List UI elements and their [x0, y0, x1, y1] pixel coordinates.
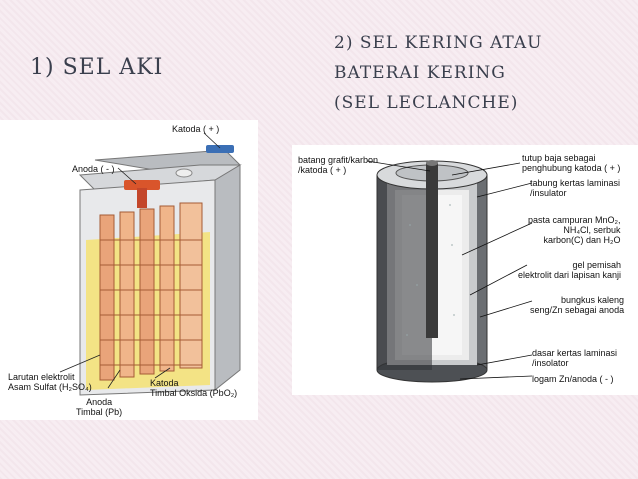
leclanche-gel-line-1: gel pemisah	[572, 260, 622, 270]
leclanche-gel-label: gel pemisah elektrolit dari lapisan kanj…	[518, 260, 621, 280]
aki-anoda-bottom-line-1: Anoda	[86, 397, 113, 407]
leclanche-bungkus-line-1: bungkus kaleng	[561, 295, 625, 305]
leclanche-bungkus-line-2: seng/Zn sebagai anoda	[530, 305, 625, 315]
aki-katoda-bottom-line-1: Katoda	[150, 378, 179, 388]
aki-illustration	[59, 132, 242, 396]
leclanche-tabung-label: tabung kertas laminasi /insulator	[530, 178, 620, 198]
aki-anoda-top-label: Anoda ( - )	[72, 164, 115, 174]
leclanche-tutup-label: tutup baja sebagai penghubung katoda ( +…	[522, 153, 620, 173]
aki-elektrolit-line-1: Larutan elektrolit	[8, 372, 75, 382]
leclanche-pasta-label: pasta campuran MnO₂, NH₄Cl, serbuk karbo…	[528, 215, 621, 245]
leclanche-diagram: batang grafit/karbon /katoda ( + ) tutup…	[292, 145, 638, 395]
leclanche-batang-line-1: batang grafit/karbon	[298, 155, 379, 165]
aki-elektrolit-label: Larutan elektrolit Asam Sulfat (H₂SO₄)	[8, 372, 92, 392]
aki-katoda-bottom-label: Katoda Timbal Oksida (PbO₂)	[150, 378, 237, 398]
leclanche-pasta-line-1: pasta campuran MnO₂,	[528, 215, 621, 225]
leclanche-gel-line-2: elektrolit dari lapisan kanji	[518, 270, 622, 280]
leclanche-dasar-line-1: dasar kertas laminasi	[532, 348, 618, 358]
leclanche-dasar-label: dasar kertas laminasi /insolator	[532, 348, 617, 368]
leclanche-pasta-line-3: karbon(C) dan H₂O	[543, 235, 621, 245]
katoda-terminal	[206, 145, 234, 153]
aki-anoda-bottom-line-2: Timbal (Pb)	[76, 407, 123, 417]
aki-elektrolit-line-2: Asam Sulfat (H₂SO₄)	[8, 382, 92, 392]
aki-katoda-bottom-line-2: Timbal Oksida (PbO₂)	[150, 388, 238, 398]
aki-katoda-top-label: Katoda ( + )	[172, 124, 220, 134]
leclanche-batang-label: batang grafit/karbon /katoda ( + )	[298, 155, 378, 175]
leclanche-tutup-line-1: tutup baja sebagai	[522, 153, 596, 163]
aki-plates	[99, 202, 203, 381]
leclanche-bungkus-label: bungkus kaleng seng/Zn sebagai anoda	[530, 295, 624, 315]
leclanche-dasar-line-2: /insolator	[532, 358, 569, 368]
leclanche-batang-line-2: /katoda ( + )	[298, 165, 347, 175]
leclanche-tabung-line-2: /insulator	[530, 188, 567, 198]
aki-diagram: Katoda ( + ) Anoda ( - ) Larutan elektro…	[0, 120, 258, 420]
carbon-rod	[426, 163, 438, 338]
leclanche-tabung-line-1: tabung kertas laminasi	[530, 178, 621, 188]
aki-anoda-bottom-label: Anoda Timbal (Pb)	[76, 397, 122, 417]
heading-sel-kering-line-3: (SEL LECLANCHE)	[334, 93, 519, 113]
leclanche-logam-label: logam Zn/anoda ( - )	[532, 374, 614, 384]
heading-sel-kering-line-1: 2) SEL KERING ATAU	[334, 33, 543, 53]
heading-sel-kering-line-2: BATERAI KERING	[334, 63, 506, 83]
leclanche-tutup-line-2: penghubung katoda ( + )	[522, 163, 621, 173]
leclanche-pasta-line-2: NH₄Cl, serbuk	[563, 225, 621, 235]
leclanche-illustration	[366, 160, 533, 383]
heading-sel-kering: 2) SEL KERING ATAU BATERAI KERING (SEL L…	[334, 28, 542, 118]
anoda-terminal	[124, 180, 160, 190]
heading-sel-aki: 1) SEL AKI	[30, 55, 164, 80]
